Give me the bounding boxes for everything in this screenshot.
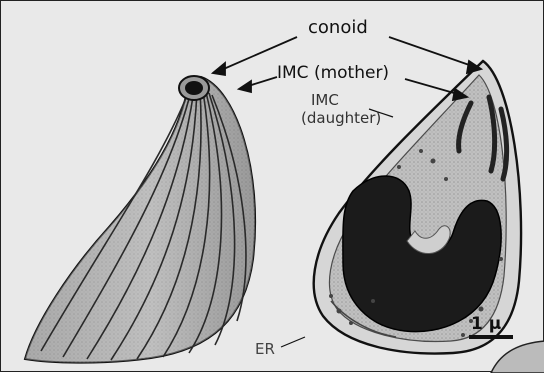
label-er: ER (255, 340, 275, 358)
scale-bar (469, 335, 513, 339)
whole-cell-drawing (25, 76, 255, 363)
corner-fragment (491, 341, 544, 373)
label-scale-bar: 1 μ (471, 314, 501, 334)
label-imc-daughter-line1: IMC (301, 91, 381, 109)
label-imc-mother: IMC (mother) (277, 63, 389, 83)
label-imc-daughter-line2: (daughter) (301, 109, 381, 127)
conoid-center (185, 81, 203, 95)
label-conoid: conoid (308, 17, 368, 38)
label-imc-daughter: IMC (daughter) (301, 91, 381, 127)
